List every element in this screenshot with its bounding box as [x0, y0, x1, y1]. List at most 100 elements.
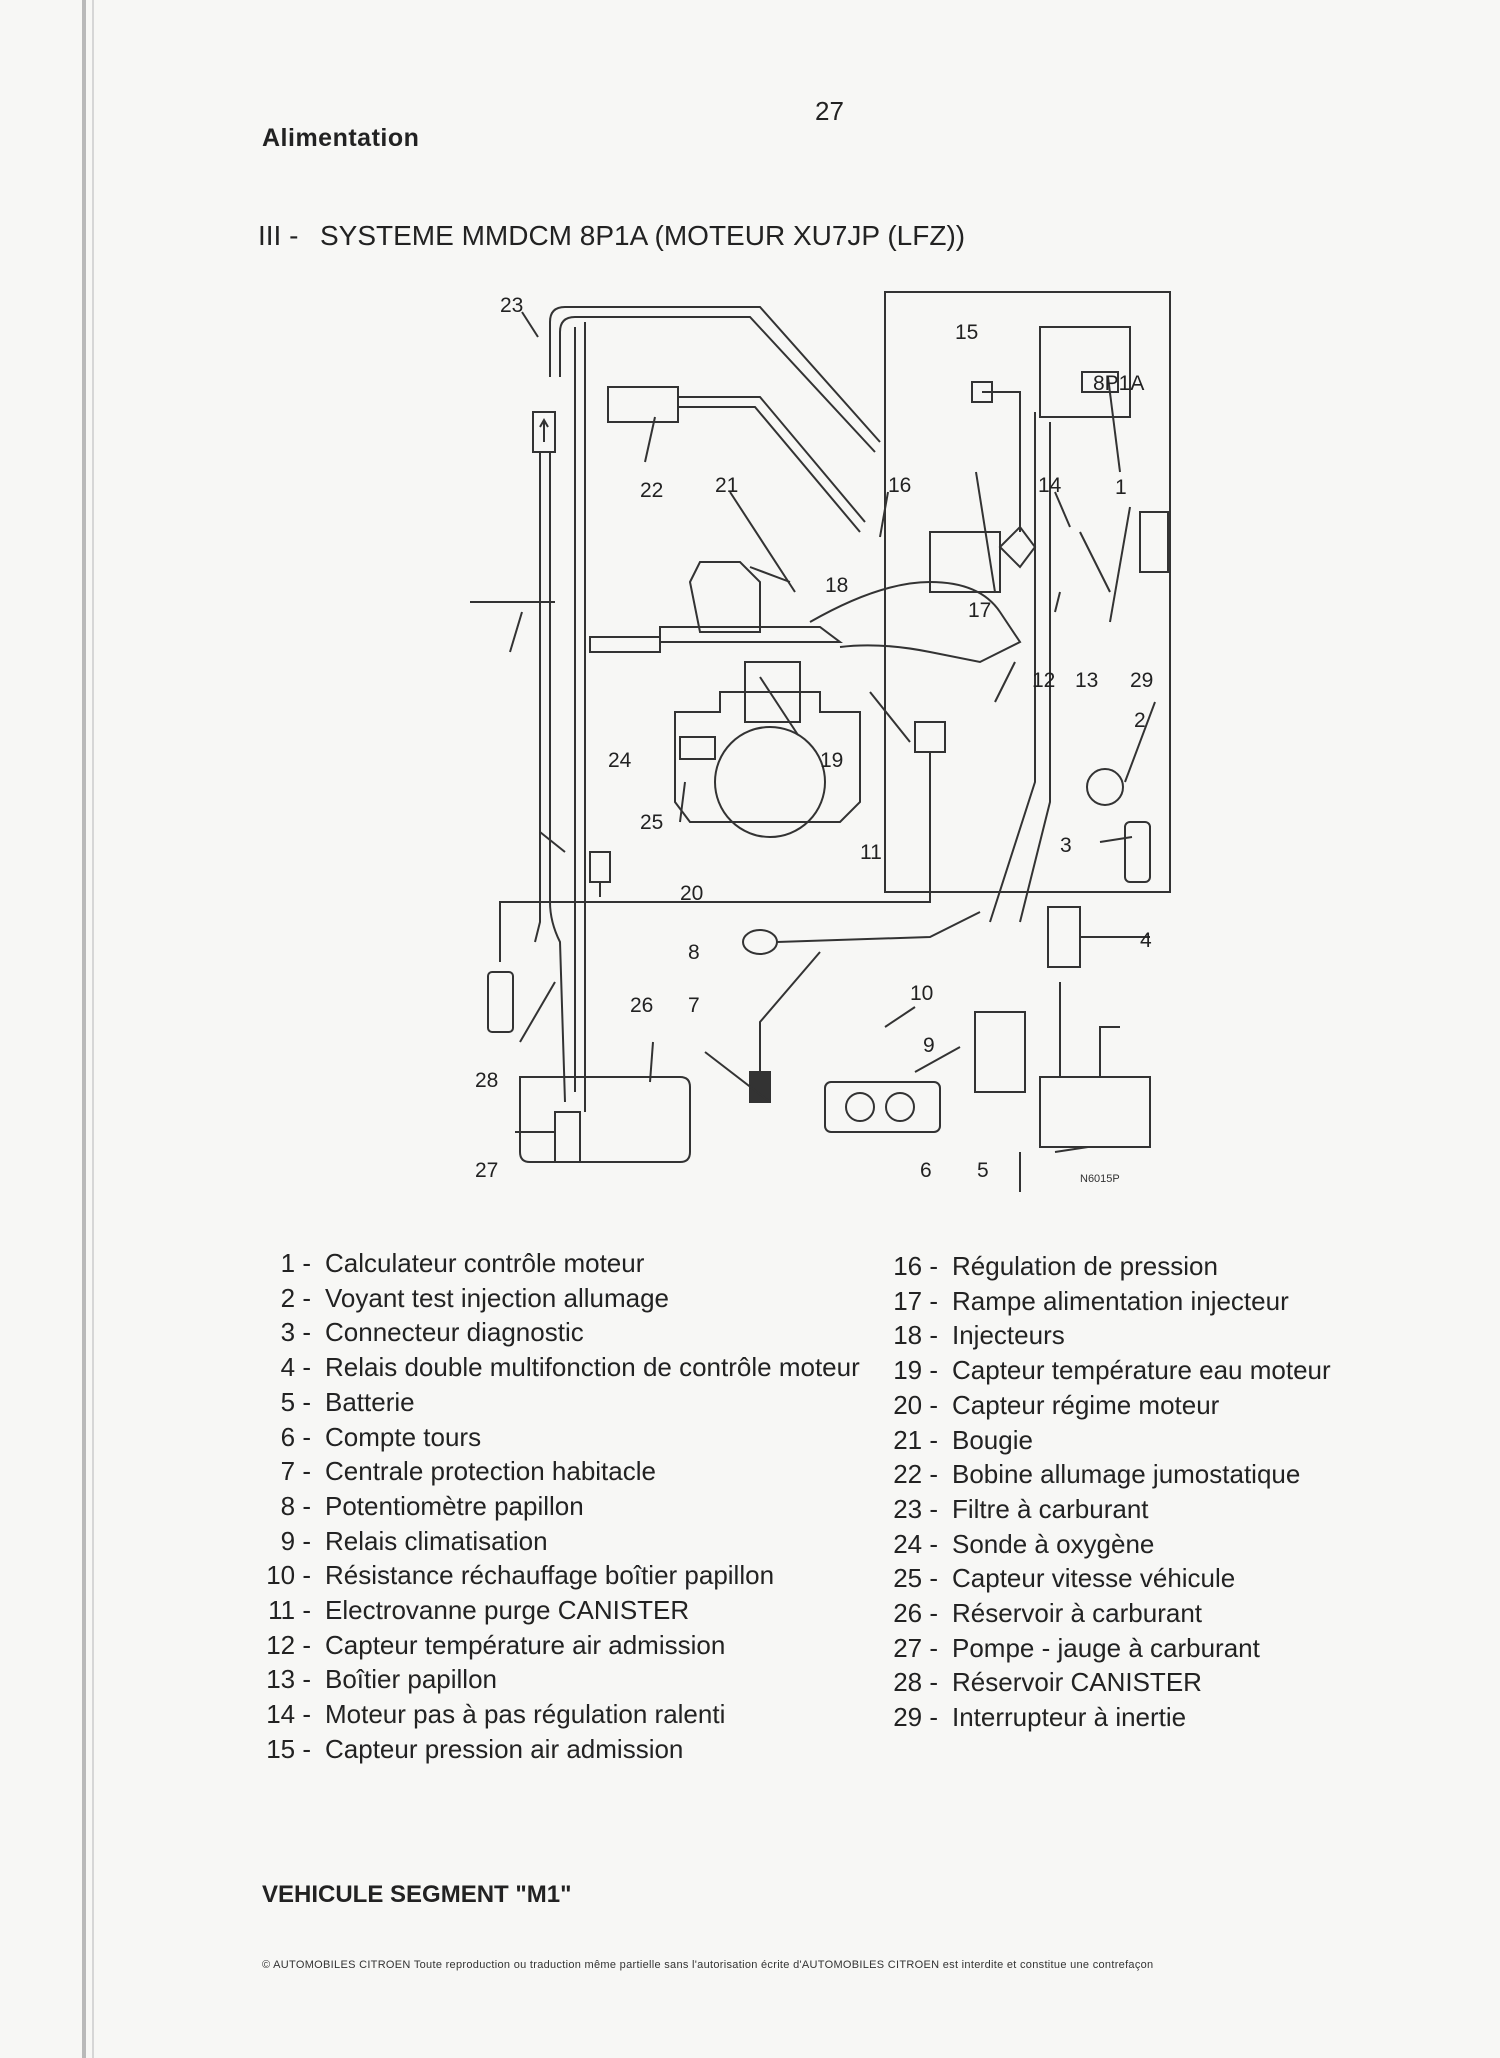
legend-item-text: Voyant test injection allumage	[325, 1282, 669, 1313]
legend-item: 13 -Boîtier papillon	[245, 1662, 865, 1697]
canister-valve	[914, 721, 946, 753]
speed-sensor	[589, 851, 611, 897]
legend-item: 25 -Capteur vitesse véhicule	[872, 1561, 1392, 1596]
legend-item-number: 8 -	[280, 1490, 311, 1521]
crank-sensor	[679, 736, 716, 760]
legend-item-text: Réservoir à carburant	[952, 1598, 1202, 1629]
callout-13: 13	[1075, 669, 1098, 692]
legend-item: 29 -Interrupteur à inertie	[872, 1700, 1392, 1735]
inertia-switch	[1139, 511, 1169, 573]
legend-item-number: 19 -	[893, 1355, 938, 1386]
piston	[744, 661, 801, 723]
callout-2: 2	[1134, 709, 1146, 732]
legend-item-number: 12 -	[266, 1629, 311, 1660]
legend-item: 8 - Potentiomètre papillon	[245, 1489, 865, 1524]
legend-item: 3 -Connecteur diagnostic	[245, 1315, 865, 1350]
callout-15: 15	[955, 321, 978, 344]
vehicle-segment: VEHICULE SEGMENT "M1"	[262, 1881, 572, 1908]
legend-item: 6 -Compte tours	[245, 1420, 865, 1455]
section-heading: Alimentation	[262, 124, 420, 152]
callout-18: 18	[825, 574, 848, 597]
callout-17: 17	[968, 599, 991, 622]
legend-item-number: 1 -	[280, 1248, 311, 1278]
protection-module	[749, 1071, 771, 1103]
legend-item-number: 14 -	[266, 1699, 311, 1730]
system-diagram: 8P1A 23 22 21 16 14 1 15 18 17 12 13 29 …	[470, 291, 1171, 1192]
callout-20: 20	[680, 882, 703, 905]
callout-labels: 23 22 21 16 14 1 15 18 17 12 13 29 2 24 …	[475, 294, 1153, 1182]
legend-item: 24 -Sonde à oxygène	[872, 1527, 1392, 1562]
legend-item-number: 20 -	[893, 1389, 938, 1420]
legend-item-text: Capteur vitesse véhicule	[952, 1563, 1236, 1594]
engine-block	[674, 691, 861, 823]
callout-29: 29	[1130, 669, 1153, 692]
legend-item-number: 24 -	[893, 1528, 938, 1559]
warning-lamp	[1086, 768, 1124, 806]
legend-item: 12 - Capteur température air admission	[245, 1628, 865, 1663]
legend-item-text: Centrale protection habitacle	[325, 1456, 656, 1487]
ecu-label-box	[1081, 371, 1119, 393]
legend-item-text: Capteur régime moteur	[952, 1389, 1220, 1420]
callout-21: 21	[715, 474, 738, 497]
callout-10: 10	[910, 982, 933, 1005]
binding-edge-shadow	[92, 0, 94, 2058]
legend-item-text: Batterie	[325, 1386, 415, 1417]
legend-item-text: Boîtier papillon	[325, 1664, 497, 1695]
legend-item-text: Réservoir CANISTER	[952, 1667, 1202, 1698]
callout-9: 9	[923, 1034, 935, 1057]
callout-4: 4	[1140, 929, 1152, 952]
legend-item-number: 16 -	[893, 1251, 938, 1281]
callout-1: 1	[1115, 476, 1127, 499]
legend-item-number: 15 -	[266, 1733, 311, 1764]
legend-item-number: 26 -	[893, 1598, 938, 1629]
legend-item-number: 17 -	[893, 1285, 938, 1316]
title-roman-numeral: III -	[258, 220, 299, 251]
legend-item-text: Potentiomètre papillon	[325, 1490, 584, 1521]
callout-27: 27	[475, 1159, 498, 1182]
oxygen-sensor	[589, 636, 661, 653]
legend-item: 4 -Relais double multifonction de contrô…	[245, 1350, 865, 1385]
legend-item-text: Calculateur contrôle moteur	[325, 1248, 645, 1278]
title-text: SYSTEME MMDCM 8P1A (MOTEUR XU7JP (LFZ))	[320, 220, 966, 251]
legend-item: 28 -Réservoir CANISTER	[872, 1665, 1392, 1700]
fuel-tank	[519, 1076, 691, 1163]
legend-item: 19 -Capteur température eau moteur	[872, 1353, 1392, 1388]
legend-item-number: 9 -	[280, 1525, 311, 1556]
legend-item: 23 - Filtre à carburant	[872, 1492, 1392, 1527]
callout-24: 24	[608, 749, 632, 772]
throttle-potentiometer	[742, 929, 778, 955]
throttle-body	[929, 531, 1001, 593]
legend-item-number: 23 -	[893, 1493, 938, 1524]
battery	[1039, 1076, 1151, 1148]
binding-edge	[82, 0, 86, 2058]
legend-item-text: Moteur pas à pas régulation ralenti	[325, 1699, 726, 1730]
fuel-filter	[532, 411, 556, 453]
legend-item-text: Relais double multifonction de contrôle …	[325, 1352, 860, 1383]
callout-19: 19	[820, 749, 843, 772]
legend-item: 5 - Batterie	[245, 1385, 865, 1420]
legend-item: 15 -Capteur pression air admission	[245, 1732, 865, 1767]
legend-item: 17 -Rampe alimentation injecteur	[872, 1284, 1392, 1319]
page-number: 27	[815, 96, 844, 126]
legend-item: 1 - Calculateur contrôle moteur	[245, 1246, 865, 1281]
legend-item-text: Injecteurs	[952, 1320, 1065, 1351]
legend-item-text: Capteur température air admission	[325, 1629, 726, 1660]
legend-item-number: 18 -	[893, 1320, 938, 1351]
callout-16: 16	[888, 474, 911, 497]
legend-item-text: Filtre à carburant	[952, 1493, 1149, 1524]
legend-item: 20 - Capteur régime moteur	[872, 1388, 1392, 1423]
legend-item: 10 -Résistance réchauffage boîtier papil…	[245, 1558, 865, 1593]
callout-22: 22	[640, 479, 663, 502]
flywheel	[714, 726, 826, 838]
legend-item-number: 5 -	[280, 1386, 311, 1417]
diagnostic-connector	[1124, 821, 1151, 883]
callout-7: 7	[688, 994, 700, 1017]
legend-item-number: 2 -	[280, 1282, 311, 1313]
callout-6: 6	[920, 1159, 932, 1182]
legend-item: 9 -Relais climatisation	[245, 1524, 865, 1559]
fuel-line-left	[534, 452, 541, 943]
legend-item: 27 -Pompe - jauge à carburant	[872, 1631, 1392, 1666]
cylinder-head	[688, 561, 761, 633]
legend-item-text: Interrupteur à inertie	[952, 1702, 1187, 1733]
